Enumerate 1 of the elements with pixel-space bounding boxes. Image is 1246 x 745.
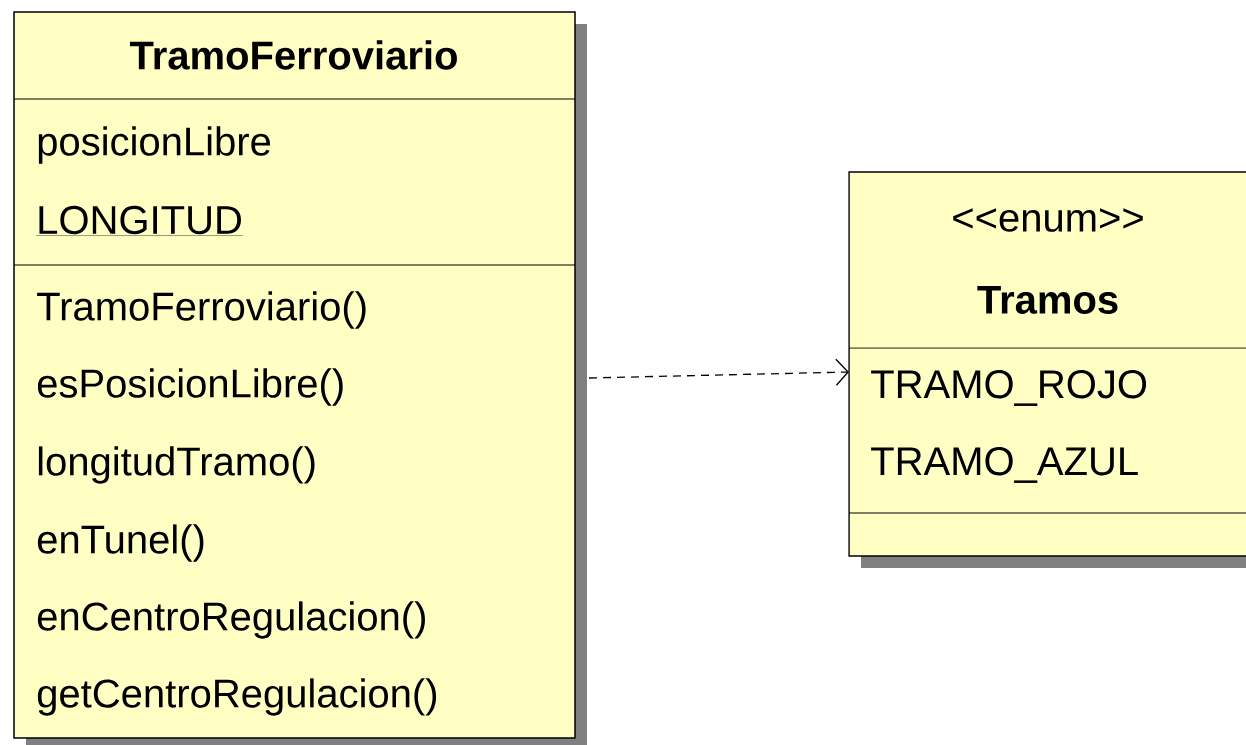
dependency-arrow xyxy=(588,358,849,386)
